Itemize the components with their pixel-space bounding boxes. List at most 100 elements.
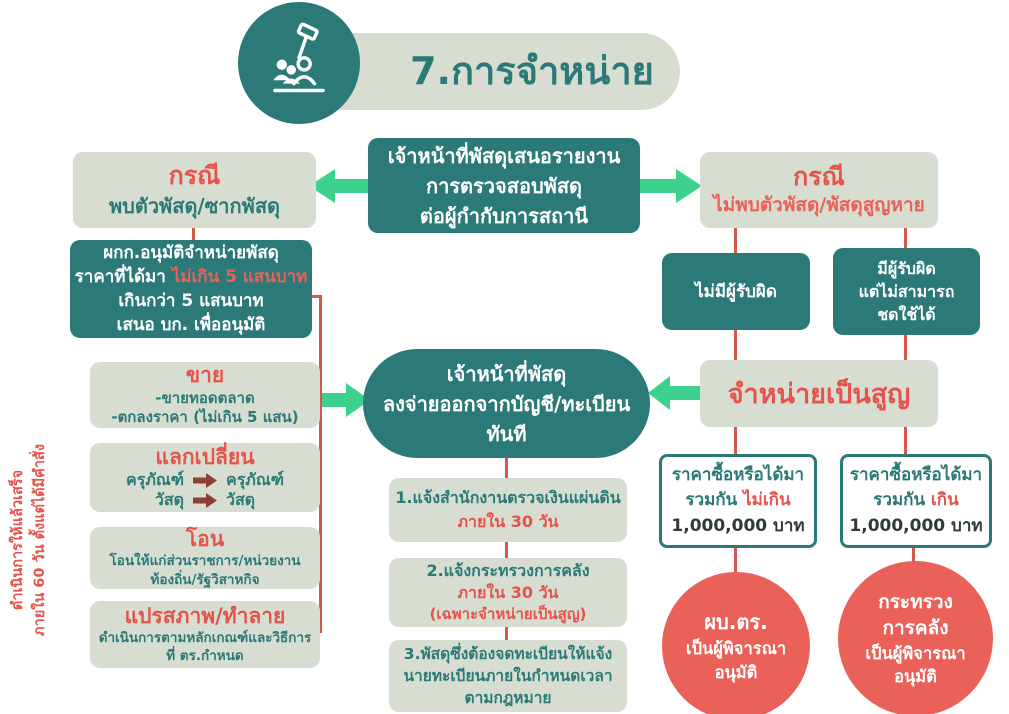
connector-approval-stub: [310, 295, 322, 298]
deadline-note-line: ภายใน 60 วัน ตั้งแต่ได้มีคำสั่ง: [31, 444, 48, 636]
title-banner: [297, 33, 680, 110]
approver-ministry-line: อนุมัติ: [894, 667, 937, 687]
approval-line: ราคาที่ได้มา ไม่เกิน 5 แสนบาท: [74, 266, 308, 287]
amount-under-line: ราคาซื้อหรือได้มา: [671, 464, 805, 485]
method-transfer-box: โอน โอนให้แก่ส่วนราชการ/หน่วยงาน ท้องถิ่…: [90, 527, 320, 589]
connector-amt2-circle: [912, 546, 915, 564]
method-dispose-title: แปรสภาพ/ทำลาย: [124, 603, 286, 628]
flow-arrow-into-oval-left-icon: [322, 383, 370, 417]
report-line: การตรวจสอบพัสดุ: [425, 173, 583, 198]
connector-oval-step1: [505, 456, 508, 479]
exchange-row: ครุภัณฑ์ ครุภัณฑ์: [126, 470, 284, 490]
step2-main: 2.แจ้งกระทรวงการคลัง: [426, 560, 590, 580]
step1-box: 1.แจ้งสำนักงานตรวจเงินแผ่นดิน ภายใน 30 ว…: [389, 478, 627, 542]
case-found-subtitle: พบตัวพัสดุ/ซากพัสดุ: [108, 193, 281, 218]
connector-case-to-approval: [192, 225, 195, 242]
approval-line: ผกก.อนุมัติจำหน่ายพัสดุ: [103, 242, 279, 263]
method-sell-line: -ตกลงราคา (ไม่เกิน 5 แสน): [111, 408, 299, 427]
method-sell-title: ขาย: [185, 363, 225, 388]
amount-over-line: รวมกัน เกิน: [873, 490, 959, 511]
approval-limit-highlight: ไม่เกิน 5 แสนบาท: [171, 266, 308, 287]
amount-under-line: รวมกัน ไม่เกิน: [685, 490, 791, 511]
approver-police-line: เป็นผู้พิจารณา: [685, 638, 787, 658]
method-dispose-line: ดำเนินการตามหลักเกณฑ์และวิธีการ: [98, 629, 312, 646]
method-transfer-line: โอนให้แก่ส่วนราชการ/หน่วยงาน: [109, 553, 301, 570]
approver-police-line: อนุมัติ: [714, 662, 758, 682]
exchange-arrow-icon: [193, 492, 217, 508]
auction-people-icon: [273, 22, 325, 93]
step3-line: 3.พัสดุซึ่งต้องจดทะเบียนให้แจ้ง: [403, 645, 613, 663]
connector-methods-rail: [319, 295, 322, 633]
step1-deadline: ภายใน 30 วัน: [457, 512, 559, 531]
approval-line: เสนอ บก. เพื่ออนุมัติ: [116, 315, 266, 336]
report-line: ต่อผู้กำกับการสถานี: [419, 203, 589, 228]
exchange-arrow-icon: [193, 472, 217, 488]
approval-line: เกินกว่า 5 แสนบาท: [118, 291, 264, 311]
no-liable-box: ไม่มีผู้รับผิด: [662, 253, 810, 330]
connector-case-liab2: [904, 226, 907, 250]
method-exchange-box: แลกเปลี่ยน ครุภัณฑ์ ครุภัณฑ์ วัสดุ วัสดุ: [90, 443, 320, 512]
step3-box: 3.พัสดุซึ่งต้องจดทะเบียนให้แจ้ง นายทะเบี…: [389, 640, 627, 712]
liable-unable-line: แต่ไม่สามารถ: [858, 281, 955, 301]
amount-under-highlight: ไม่เกิน: [743, 490, 791, 511]
ledger-line: ลงจ่ายออกจากบัญชี/ทะเบียน: [382, 391, 631, 416]
flow-arrow-left-icon: [309, 169, 369, 203]
writeoff-box: จำหน่ายเป็นสูญ: [700, 360, 938, 427]
approval-box: ผกก.อนุมัติจำหน่ายพัสดุ ราคาที่ได้มา ไม่…: [70, 240, 312, 338]
method-sell-box: ขาย -ขายทอดตลาด -ตกลงราคา (ไม่เกิน 5 แสน…: [90, 362, 320, 428]
case-missing-box: กรณี ไม่พบตัวพัสดุ/พัสดุสูญหาย: [700, 152, 938, 228]
liable-unable-line: ชดใช้ได้: [877, 305, 936, 325]
approver-police-circle: ผบ.ตร. เป็นผู้พิจารณา อนุมัติ: [662, 572, 810, 714]
amount-over-highlight: เกิน: [930, 490, 959, 511]
page-title: 7.การจำหน่าย: [410, 49, 654, 93]
approver-police-line: ผบ.ตร.: [704, 609, 768, 634]
connector-liab2-writeoff: [904, 334, 907, 362]
connector-step2-step3: [505, 626, 508, 641]
method-dispose-line: ที่ ตร.กำหนด: [166, 648, 244, 665]
no-liable-label: ไม่มีผู้รับผิด: [695, 282, 777, 302]
header-icon-circle: [238, 2, 360, 124]
case-missing-title: กรณี: [793, 161, 845, 191]
ledger-line: ทันที: [486, 421, 527, 446]
amount-over-box: ราคาซื้อหรือได้มา รวมกัน เกิน 1,000,000 …: [840, 454, 992, 548]
step1-main: 1.แจ้งสำนักงานตรวจเงินแผ่นดิน: [395, 488, 621, 507]
method-exchange-title: แลกเปลี่ยน: [155, 444, 255, 469]
connector-case-liab1: [734, 226, 737, 254]
step3-line: ตามกฎหมาย: [464, 689, 552, 707]
amount-under-box: ราคาซื้อหรือได้มา รวมกัน ไม่เกิน 1,000,0…: [659, 454, 817, 548]
approver-ministry-line: การคลัง: [882, 617, 949, 640]
step2-box: 2.แจ้งกระทรวงการคลัง ภายใน 30 วัน (เฉพาะ…: [389, 558, 627, 627]
method-transfer-title: โอน: [185, 527, 225, 552]
connector-amt1-circle: [734, 546, 737, 574]
flow-arrow-into-oval-right-icon: [648, 376, 702, 410]
method-dispose-box: แปรสภาพ/ทำลาย ดำเนินการตามหลักเกณฑ์และวิ…: [90, 601, 320, 668]
approver-ministry-line: เป็นผู้พิจารณา: [865, 644, 966, 663]
case-missing-subtitle: ไม่พบตัวพัสดุ/พัสดุสูญหาย: [713, 194, 925, 217]
writeoff-label: จำหน่ายเป็นสูญ: [727, 379, 911, 410]
flow-arrow-right-icon: [640, 169, 702, 203]
case-found-title: กรณี: [168, 161, 221, 191]
report-box: เจ้าหน้าที่พัสดุเสนอรายงาน การตรวจสอบพัส…: [368, 138, 640, 233]
case-found-box: กรณี พบตัวพัสดุ/ซากพัสดุ: [73, 152, 316, 228]
approver-ministry-line: กระทรวง: [878, 590, 953, 613]
connector-writeoff-amt1: [734, 425, 737, 456]
step2-condition: (เฉพาะจำหน่ายเป็นสูญ): [429, 605, 587, 624]
liable-unable-line: มีผู้รับผิด: [877, 258, 936, 278]
deadline-note: ดำเนินการให้แล้วเสร็จ ภายใน 60 วัน ตั้งแ…: [8, 420, 52, 660]
step3-line: นายทะเบียนภายในกำหนดเวลา: [403, 667, 613, 685]
ledger-oval: เจ้าหน้าที่พัสดุ ลงจ่ายออกจากบัญชี/ทะเบี…: [363, 349, 650, 458]
deadline-note-line: ดำเนินการให้แล้วเสร็จ: [10, 469, 26, 611]
approver-ministry-circle: กระทรวง การคลัง เป็นผู้พิจารณา อนุมัติ: [838, 561, 993, 714]
amount-under-value: 1,000,000 บาท: [671, 515, 805, 536]
report-line: เจ้าหน้าที่พัสดุเสนอรายงาน: [387, 143, 621, 168]
connector-step1-step2: [505, 541, 508, 559]
connector-writeoff-amt2: [904, 425, 907, 456]
method-transfer-line: ท้องถิ่น/รัฐวิสาหกิจ: [150, 571, 260, 588]
connector-liab1-writeoff: [734, 329, 737, 362]
liable-unable-box: มีผู้รับผิด แต่ไม่สามารถ ชดใช้ได้: [833, 248, 980, 335]
amount-over-line: ราคาซื้อหรือได้มา: [849, 464, 983, 485]
method-sell-line: -ขายทอดตลาด: [155, 388, 255, 407]
step2-deadline: ภายใน 30 วัน: [457, 583, 559, 602]
exchange-row: วัสดุ วัสดุ: [154, 490, 256, 510]
